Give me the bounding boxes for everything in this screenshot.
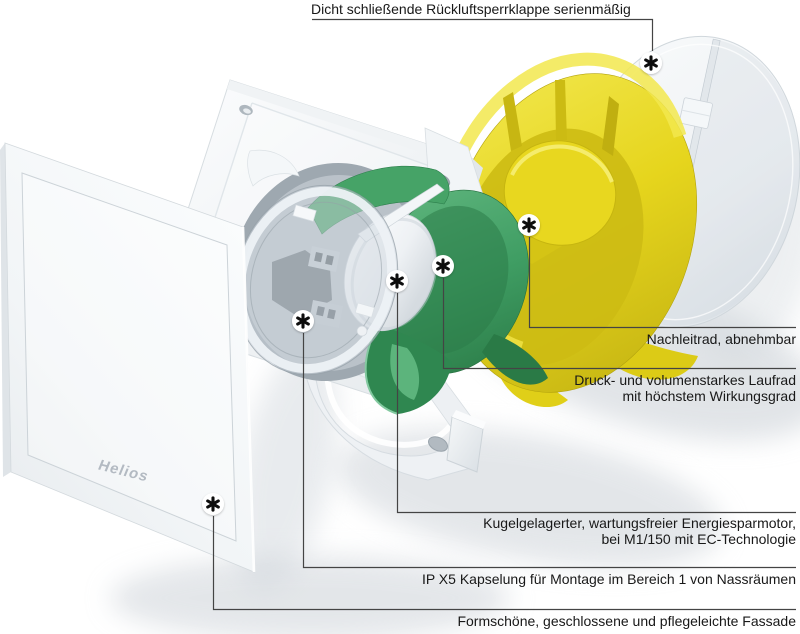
label-laufrad: Druck- und volumenstarkes Laufrad mit hö… [574, 372, 796, 404]
label-motor-line: Kugelgelagerter, wartungsfreier Energies… [483, 515, 796, 531]
label-flap: Dicht schließende Rückluftsperrklappe se… [311, 1, 631, 18]
label-fassade: Formschöne, geschlossene und pflegeleich… [457, 613, 796, 630]
label-motor-line: bei M1/150 mit EC-Technologie [601, 530, 796, 547]
callout-marker-nachleitrad asterisk-icon [518, 214, 540, 236]
label-flap-line: Dicht schließende Rückluftsperrklappe se… [311, 1, 631, 17]
callout-marker-motor asterisk-icon [386, 270, 408, 292]
callout-marker-laufrad asterisk-icon [432, 255, 454, 277]
front-cover-panel [0, 142, 256, 573]
label-ipx5: IP X5 Kapselung für Montage im Bereich 1… [421, 571, 796, 588]
label-laufrad-line: mit höchstem Wirkungsgrad [622, 387, 796, 404]
leader-lines [212, 18, 796, 611]
label-fassade-line: Formschöne, geschlossene und pflegeleich… [457, 613, 796, 629]
leader-line-nachleitrad [528, 237, 796, 329]
leader-line-laufrad [442, 278, 796, 370]
label-motor: Kugelgelagerter, wartungsfreier Energies… [483, 515, 796, 547]
leader-line-fassade [212, 516, 796, 611]
callout-marker-ipx5 asterisk-icon [292, 310, 314, 332]
label-ipx5-line: IP X5 Kapselung für Montage im Bereich 1… [421, 571, 796, 587]
callout-markers [202, 52, 662, 515]
label-nachleitrad-line: Nachleitrad, abnehmbar [646, 331, 796, 347]
leader-line-flap [312, 18, 654, 51]
callout-marker-flap asterisk-icon [640, 52, 662, 74]
ipx5-capsule-cover [233, 184, 399, 376]
callout-marker-fassade asterisk-icon [202, 493, 224, 515]
label-nachleitrad: Nachleitrad, abnehmbar [646, 331, 796, 348]
leader-line-ipx5 [302, 333, 796, 569]
label-laufrad-line: Druck- und volumenstarkes Laufrad [574, 372, 796, 388]
leader-line-motor [396, 293, 796, 514]
